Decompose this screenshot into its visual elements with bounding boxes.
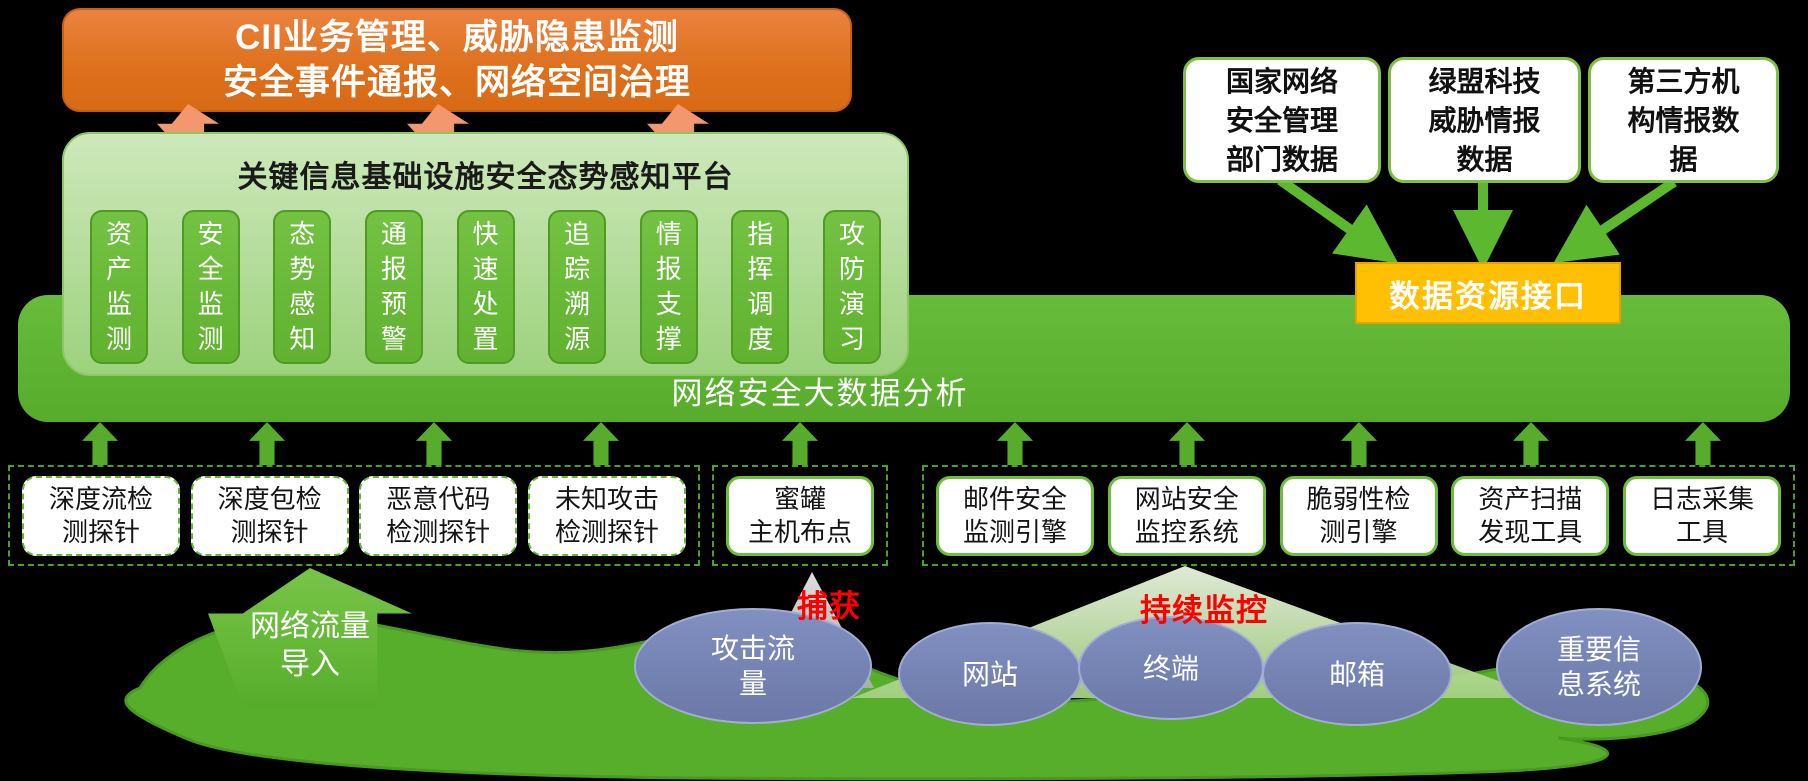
traffic-import-label: 网络流量 导入: [250, 610, 370, 681]
sa-platform: 关键信息基础设施安全态势感知平台 资产监测 安全监测 态势感知 通报预警 快速处…: [62, 132, 909, 376]
banner-line1: CII业务管理、威胁隐患监测: [235, 18, 679, 57]
source-box-thirdparty: 第三方机 构情报数 据: [1588, 57, 1779, 183]
engine-group: 邮件安全 监测引擎 网站安全 监控系统 脆弱性检 测引擎 资产扫描 发现工具 日…: [922, 465, 1795, 566]
sensor-mail-security-engine: 邮件安全 监测引擎: [936, 475, 1094, 556]
module-asset-monitoring: 资产监测: [90, 210, 148, 364]
module-trace-source: 追踪溯源: [548, 210, 607, 364]
module-command-dispatch: 指挥调度: [731, 210, 790, 364]
target-attack-traffic: 攻击流 量: [634, 608, 872, 724]
platform-title: 关键信息基础设施安全态势感知平台: [237, 161, 734, 194]
source-box-nsfocus: 绿盟科技 威胁情报 数据: [1388, 57, 1581, 183]
module-security-monitoring: 安全监测: [181, 210, 240, 364]
mission-banner: CII业务管理、威胁隐患监测 安全事件通报、网络空间治理: [62, 8, 852, 112]
source-box-national: 国家网络 安全管理 部门数据: [1183, 57, 1381, 183]
sensor-malware-probe: 恶意代码 检测探针: [359, 475, 518, 556]
target-website: 网站: [898, 622, 1082, 726]
down-arrow-icon: [1277, 175, 1399, 264]
sensor-website-monitor: 网站安全 监控系统: [1107, 475, 1266, 556]
sensor-deep-flow-probe: 深度流检 测探针: [22, 475, 180, 556]
target-key-info-system: 重要信 息系统: [1496, 608, 1702, 726]
honeypot-group: 蜜罐 主机布点: [712, 465, 888, 566]
sensor-unknown-attack-probe: 未知攻击 检测探针: [527, 475, 686, 556]
band-label: 网络安全大数据分析: [671, 376, 969, 411]
module-intel-support: 情报支撑: [639, 210, 698, 364]
source-arrows: [1277, 175, 1677, 270]
probe-group: 深度流检 测探针 深度包检 测探针 恶意代码 检测探针 未知攻击 检测探针: [8, 465, 700, 566]
monitor-label: 持续监控: [1140, 593, 1268, 628]
sensor-log-collect-tool: 日志采集 工具: [1623, 475, 1781, 556]
module-report-warning: 通报预警: [364, 210, 423, 364]
target-terminal: 终端: [1078, 616, 1264, 720]
down-arrow-icon: [1553, 177, 1677, 264]
sensor-honeypot: 蜜罐 主机布点: [726, 475, 874, 556]
capture-label: 捕获: [797, 589, 861, 624]
module-rapid-response: 快速处置: [456, 210, 515, 364]
module-attack-defense-drill: 攻防演习: [823, 210, 881, 364]
sensor-deep-packet-probe: 深度包检 测探针: [190, 475, 349, 556]
target-mailbox: 邮箱: [1262, 622, 1452, 726]
data-interface-box: 数据资源接口: [1355, 262, 1621, 324]
sensor-vulnerability-engine: 脆弱性检 测引擎: [1279, 475, 1438, 556]
banner-line2: 安全事件通报、网络空间治理: [222, 63, 691, 102]
platform-modules: 资产监测 安全监测 态势感知 通报预警 快速处置 追踪溯源 情报支撑 指挥调度 …: [90, 210, 881, 364]
sensor-asset-scan-tool: 资产扫描 发现工具: [1451, 475, 1610, 556]
module-situation-awareness: 态势感知: [273, 210, 332, 364]
